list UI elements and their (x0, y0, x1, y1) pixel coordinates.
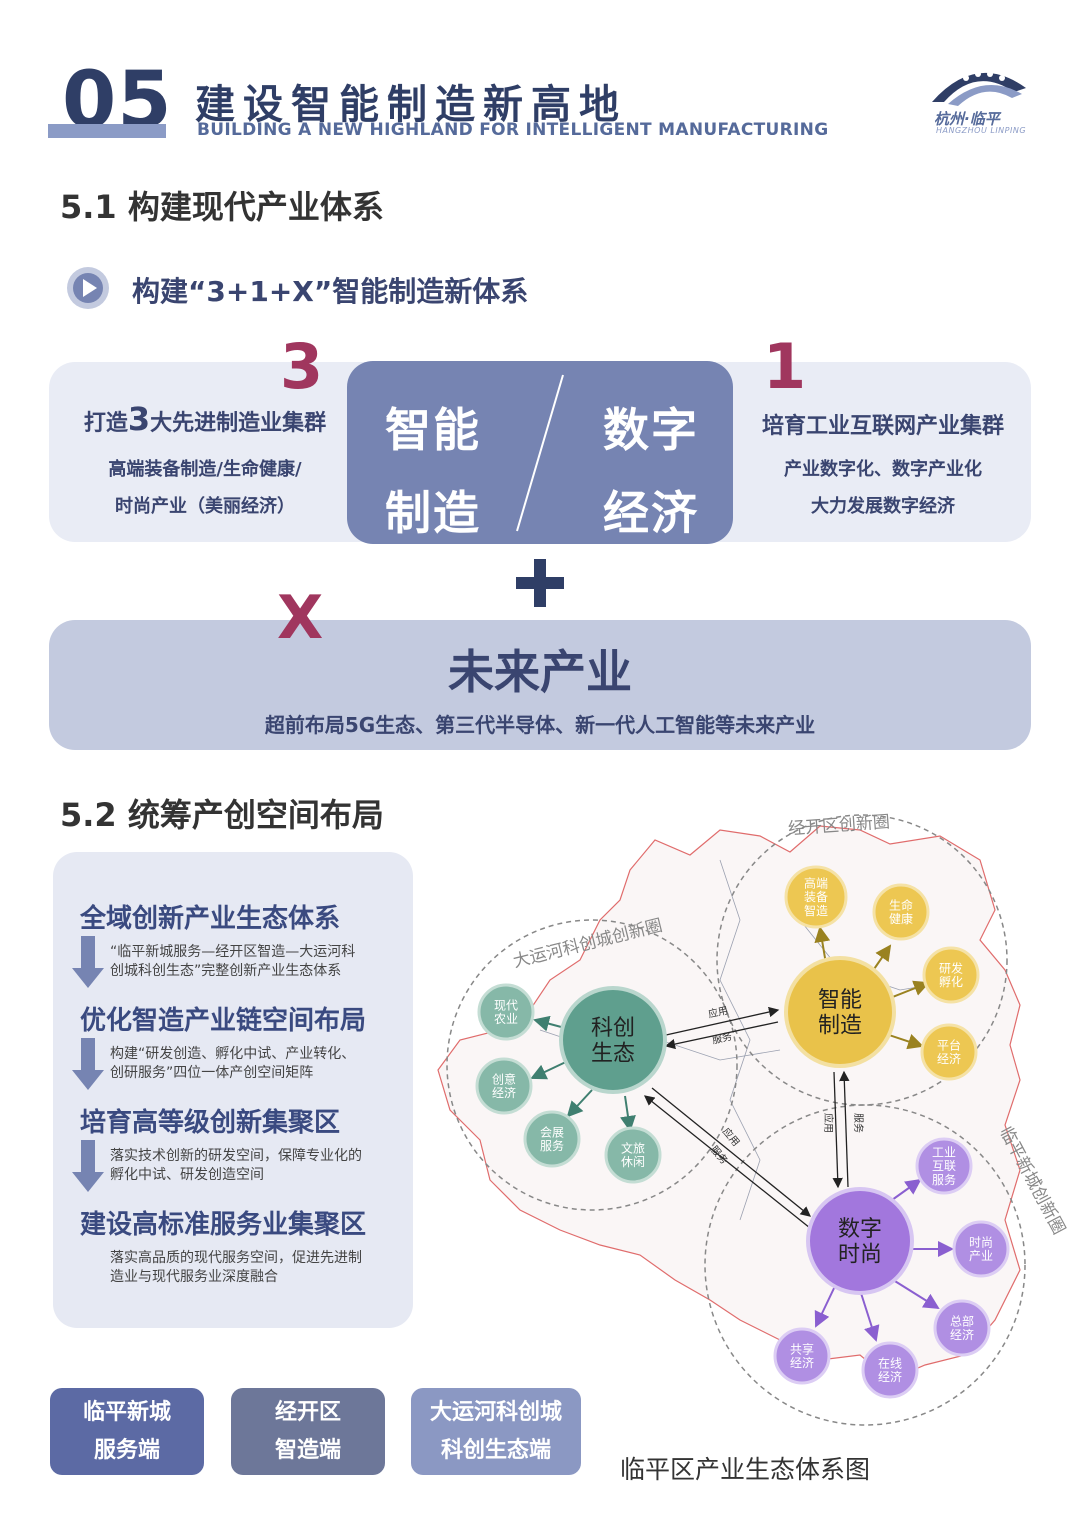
three-clusters-line2: 高端装备制造/生命健康/ (108, 459, 302, 480)
system-subtitle: 构建“3+1+X”智能制造新体系 (132, 275, 529, 308)
link-label-service-2: 服务 (852, 1113, 865, 1133)
label-xiandai: 现代农业 (494, 998, 518, 1026)
node-huizhan (523, 1110, 581, 1168)
hub-shuzi (806, 1187, 914, 1295)
node-gongxiang (773, 1327, 831, 1385)
hub-zhineng (784, 956, 896, 1068)
list-item-text-2a: 构建“研发创造、孵化中试、产业转化、 (110, 1046, 356, 1062)
list-item-text-3a: 落实技术创新的研发空间，保障专业化的 (110, 1148, 362, 1164)
tag-jingkai-manufacturing: 经开区 智造端 (231, 1388, 385, 1475)
node-gongye (915, 1137, 973, 1195)
down-arrows-icon (72, 936, 104, 1192)
tag-dayunhe-line2: 科创生态端 (440, 1437, 551, 1463)
list-item-title-3: 培育高等级创新集聚区 (80, 1108, 341, 1138)
node-zongbu (933, 1299, 991, 1357)
tag-jingkai-line2: 智造端 (274, 1437, 341, 1463)
label-zhineng: 智能制造 (818, 988, 862, 1038)
list-item-text-2b: 创研服务”四位一体产创空间矩阵 (110, 1065, 314, 1081)
link-label-apply-1: 应用 (707, 1004, 729, 1021)
label-yanfa: 研发孵化 (939, 960, 963, 989)
tag-linping-line2: 服务端 (93, 1437, 160, 1463)
hub-kechuang (559, 986, 667, 1094)
page-title: 建设智能制造新高地 (195, 82, 627, 128)
tag-jingkai-line1: 经开区 (274, 1400, 341, 1426)
one-cluster-line3: 大力发展数字经济 (811, 496, 955, 517)
node-chuangyi (475, 1057, 533, 1115)
three-clusters-line3: 时尚产业（美丽经济） (115, 496, 295, 517)
logo-icon (932, 71, 1026, 106)
node-xiandai (477, 983, 535, 1041)
node-shengming (872, 883, 930, 941)
core-digital: 数字 (603, 403, 699, 457)
label-zongbu: 总部经济 (950, 1313, 974, 1342)
layout-list-box (53, 852, 413, 1328)
linping-circle (704, 1104, 1026, 1426)
diagram-caption: 临平区产业生态体系图 (620, 1455, 871, 1484)
dayunhe-circle (446, 919, 738, 1211)
tag-dayunhe-line1: 大运河科创城 (429, 1400, 562, 1426)
one-cluster-line2: 产业数字化、数字产业化 (784, 459, 982, 480)
list-item-text-4b: 造业与现代服务业深度融合 (110, 1269, 278, 1285)
future-industry-text: 超前布局5G生态、第三代半导体、新一代人工智能等未来产业 (264, 713, 816, 737)
one-cluster-title: 培育工业互联网产业集群 (761, 414, 1004, 439)
future-industry-panel (49, 620, 1031, 750)
tag-linping-service: 临平新城 服务端 (50, 1388, 204, 1475)
label-shishang: 时尚产业 (969, 1235, 993, 1263)
label-huizhan: 会展服务 (540, 1125, 564, 1153)
list-item-title-2: 优化智造产业链空间布局 (80, 1006, 367, 1036)
label-pingtai: 平台经济 (937, 1037, 961, 1066)
list-item-text-1a: “临平新城服务—经开区智造—大运河科 (110, 944, 356, 960)
label-gongye: 工业互联服务 (932, 1145, 956, 1187)
list-item-text-4a: 落实高品质的现代服务空间，促进先进制 (110, 1250, 362, 1266)
label-zaixian: 在线经济 (878, 1356, 902, 1384)
letter-x: X (277, 583, 324, 653)
play-icon (67, 267, 109, 309)
industry-ecosystem-diagram: 经开区创新圈 大运河科创城创新圈 临平新城创新圈 应用 服务 应用 服务 应用 … (437, 812, 1069, 1426)
label-shengming: 生命健康 (889, 897, 913, 926)
label-wenlv: 文旅休闲 (621, 1140, 645, 1169)
number-three: 3 (280, 330, 324, 403)
page-title-en: BUILDING A NEW HIGHLAND FOR INTELLIGENT … (197, 120, 829, 140)
link-label-service-1: 服务 (711, 1030, 733, 1047)
section-heading-5-1: 5.1 构建现代产业体系 (60, 188, 384, 226)
label-shuzi: 数字时尚 (838, 1217, 882, 1267)
list-item-text-1b: 创城科创生态”完整创新产业生态体系 (110, 963, 342, 979)
node-shishang (952, 1220, 1010, 1278)
label-gaoduan: 高端装备智造 (804, 875, 828, 918)
list-item-title-4: 建设高标准服务业集聚区 (80, 1210, 367, 1240)
node-pingtai (920, 1023, 978, 1081)
three-clusters-title: 打造3大先进制造业集群 (83, 400, 327, 438)
node-gaoduan (784, 865, 848, 929)
core-economy: 经济 (603, 486, 699, 540)
jingkai-circle-label: 经开区创新圈 (787, 812, 890, 839)
core-manufacturing: 制造 (385, 486, 481, 540)
link-label-apply-2: 应用 (822, 1113, 835, 1133)
section-heading-5-2: 5.2 统筹产创空间布局 (60, 796, 384, 834)
label-kechuang: 科创生态 (591, 1016, 635, 1066)
core-intelligent: 智能 (385, 403, 481, 457)
list-item-title-1: 全域创新产业生态体系 (80, 904, 341, 934)
section-number-underline (48, 124, 166, 138)
core-divider (516, 374, 564, 532)
tag-linping-line1: 临平新城 (82, 1400, 171, 1426)
label-gongxiang: 共享经济 (790, 1341, 814, 1370)
plus-icon (516, 559, 564, 607)
node-zaixian (861, 1341, 919, 1399)
list-item-text-3b: 孵化中试、研发创造空间 (110, 1167, 264, 1183)
logo-text: 杭州·临平 (934, 110, 1000, 128)
number-one: 1 (763, 330, 807, 403)
future-industry-title: 未来产业 (448, 645, 632, 699)
tag-dayunhe-ecology: 大运河科创城 科创生态端 (411, 1388, 581, 1475)
logo-subtext: HANGZHOU LINPING (936, 126, 1027, 135)
node-wenlv (604, 1126, 662, 1184)
label-chuangyi: 创意经济 (492, 1071, 516, 1100)
node-yanfa (922, 946, 980, 1004)
